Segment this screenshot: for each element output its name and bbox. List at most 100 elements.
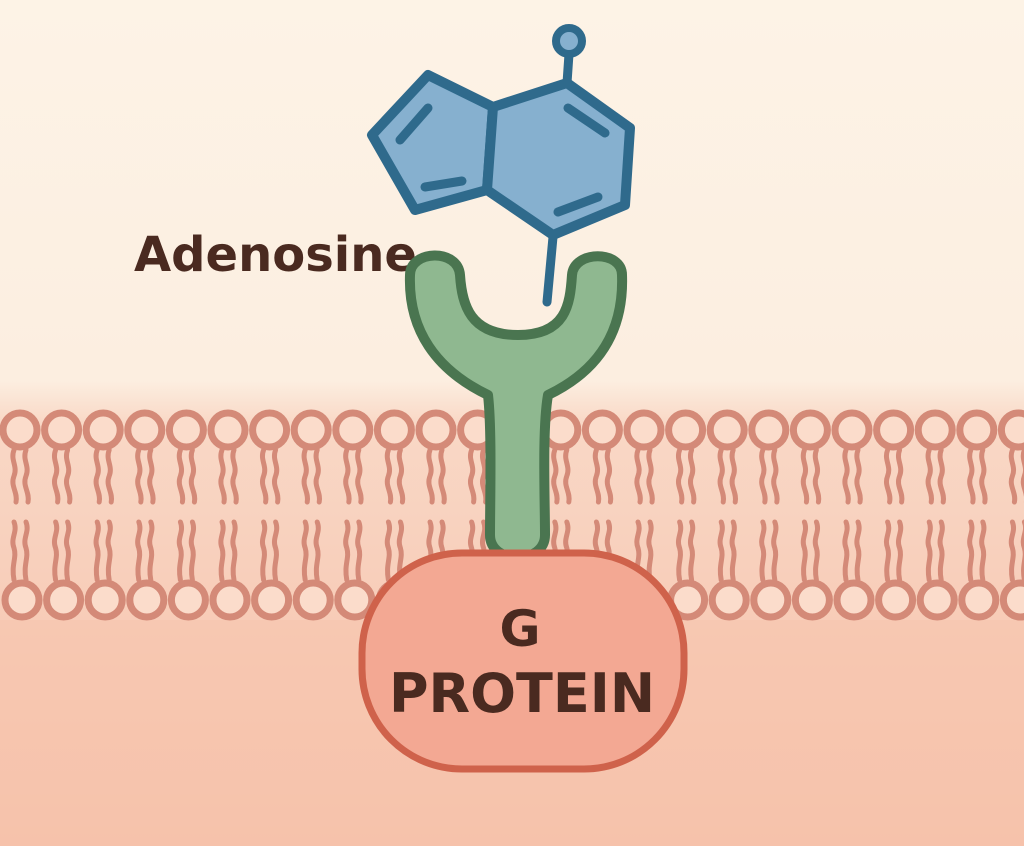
lipid-tail-upper [634, 447, 643, 505]
lipid-tail-upper [551, 447, 560, 505]
lipid-head-upper [41, 409, 83, 451]
lipid-tail-upper [63, 447, 73, 505]
lipid-tail-lower [675, 519, 684, 583]
lipid-tail-lower [771, 519, 779, 583]
lipid-tail-upper [759, 447, 768, 505]
lipid-tail-lower [883, 519, 892, 583]
lipid-tail-upper [1008, 447, 1018, 505]
lipid-tail-upper [842, 447, 851, 505]
lipid-head-upper [207, 409, 249, 451]
lipid-tail-lower [937, 519, 945, 583]
lipid-head-lower [833, 579, 875, 621]
lipid-tail-upper [479, 447, 489, 505]
lipid-tail-upper [592, 447, 602, 505]
adenosine-label: Adenosine [134, 227, 417, 283]
double-bond [553, 192, 603, 217]
lipid-tail-upper [717, 447, 727, 505]
receptor [404, 250, 628, 563]
lipid-head-lower [916, 579, 958, 621]
lipid-tail-lower [1008, 519, 1017, 583]
lipid-head-lower [292, 579, 334, 621]
lipid-tail-upper [729, 447, 739, 505]
lipid-tail-upper [675, 447, 685, 505]
lipid-tail-lower [10, 519, 18, 583]
lipid-tail-upper [10, 447, 19, 505]
lipid-tail-lower [729, 519, 737, 583]
lipid-tail-upper [771, 447, 780, 505]
lipid-tail-upper [51, 447, 61, 505]
lipid-head-upper [82, 409, 124, 451]
lipid-head-lower [126, 579, 168, 621]
lipid-head-upper [124, 409, 166, 451]
lipid-tail-upper [925, 447, 935, 505]
lipid-tail-upper [22, 447, 31, 505]
lipid-head-upper [956, 409, 998, 451]
molecule-atom [552, 24, 586, 58]
lipid-tail-lower [759, 519, 767, 583]
lipid-tail-upper [604, 447, 614, 505]
g-protein [358, 549, 688, 773]
lipid-tail-lower [384, 519, 393, 583]
lipid-tail-lower [51, 519, 60, 583]
lipid-tail-upper [812, 447, 822, 505]
lipid-tail-lower [895, 519, 904, 583]
lipid-tail-upper [967, 447, 976, 505]
lipid-tail-upper [467, 447, 477, 505]
lipid-tail-upper [259, 447, 269, 505]
lipid-tail-lower [925, 519, 933, 583]
lipid-tail-upper [426, 447, 435, 505]
lipid-tail-lower [355, 519, 363, 583]
lipid-tail-upper [979, 447, 988, 505]
lipid-head-upper [789, 409, 831, 451]
lipid-tail-upper [355, 447, 364, 505]
g-protein-label-line1: G [499, 600, 540, 658]
lipid-tail-lower [259, 519, 268, 583]
lipid-tail-upper [301, 447, 311, 505]
lipid-head-upper [332, 409, 374, 451]
double-bond [420, 176, 467, 192]
molecule-five-ring [367, 70, 498, 215]
lipid-tail-upper [93, 447, 103, 505]
lipid-tail-upper [396, 447, 406, 505]
lipid-head-lower [209, 579, 251, 621]
lipid-tail-lower [188, 519, 197, 583]
lipid-tail-upper [646, 447, 655, 505]
lipid-tail-lower [176, 519, 185, 583]
lipid-head-upper [914, 409, 956, 451]
lipid-head-upper [581, 409, 623, 451]
lipid-tail-upper [384, 447, 394, 505]
lipid-tail-lower [147, 519, 155, 583]
lipid-tail-upper [188, 447, 198, 505]
lipid-head-upper [748, 409, 790, 451]
lipid-tail-lower [800, 519, 809, 583]
lipid-head-upper [373, 409, 415, 451]
double-bond [563, 103, 610, 138]
lipid-tail-lower [93, 519, 101, 583]
lipid-head-lower [708, 579, 750, 621]
lipid-head-lower [958, 579, 1000, 621]
lipid-head-upper [706, 409, 748, 451]
lipid-tail-lower [301, 519, 309, 583]
lipid-tail-upper [883, 447, 893, 505]
lipid-tail-lower [854, 519, 862, 583]
molecule-bottom-bond [542, 232, 558, 307]
adenosine-molecule [367, 24, 635, 307]
lipid-tail-lower [687, 519, 696, 583]
lipid-tail-lower [63, 519, 72, 583]
lipid-tail-lower [812, 519, 821, 583]
lipid-tail-upper [176, 447, 186, 505]
lipid-head-upper [997, 409, 1024, 451]
lipid-tail-upper [147, 447, 156, 505]
lipid-head-lower [251, 579, 293, 621]
lipid-tail-upper [854, 447, 863, 505]
lipid-tail-lower [646, 519, 654, 583]
lipid-tail-upper [1020, 447, 1024, 503]
lipid-tail-upper [105, 447, 115, 505]
lipid-tail-upper [271, 447, 281, 505]
lipid-tail-upper [218, 447, 227, 505]
lipid-head-lower [791, 579, 833, 621]
lipid-head-lower [1, 579, 43, 621]
lipid-tail-lower [343, 519, 351, 583]
lipid-tail-lower [230, 519, 238, 583]
